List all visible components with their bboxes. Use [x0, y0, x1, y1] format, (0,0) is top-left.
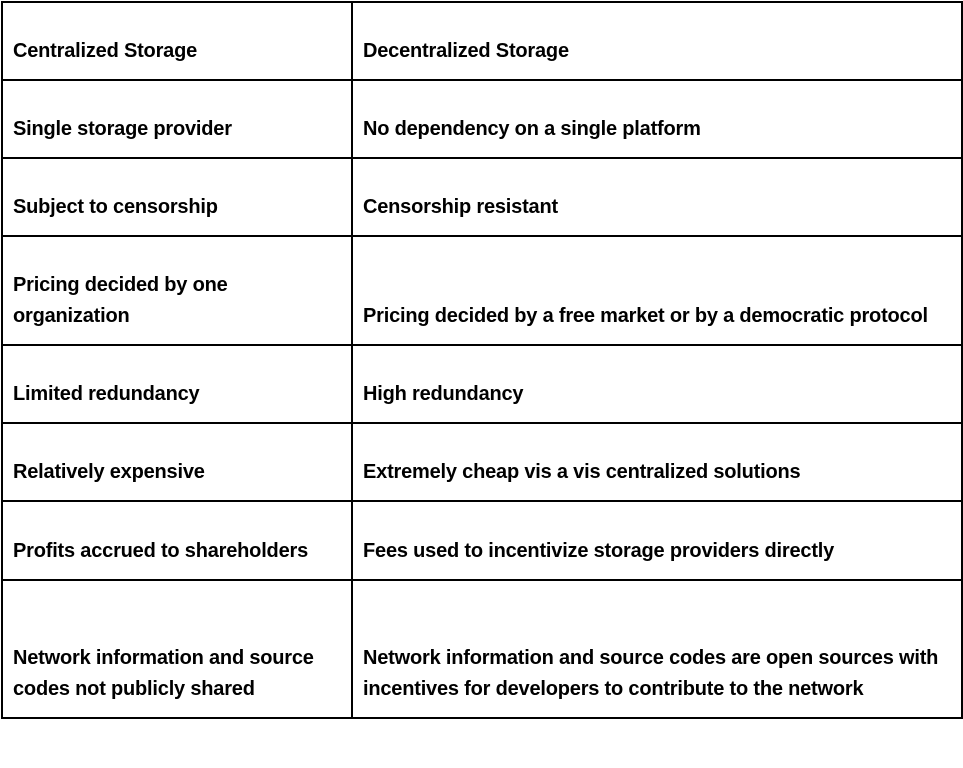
cell-decentralized: Network information and source codes are…: [351, 579, 963, 719]
cell-centralized: Pricing decided by one organization: [1, 235, 353, 346]
cell-decentralized: Fees used to incentivize storage provide…: [351, 500, 963, 581]
cell-centralized: Profits accrued to shareholders: [1, 500, 353, 581]
cell-centralized: Subject to censorship: [1, 157, 353, 237]
table-row: Relatively expensive Extremely cheap vis…: [1, 422, 963, 502]
cell-decentralized: Pricing decided by a free market or by a…: [351, 235, 963, 346]
table-row: Single storage provider No dependency on…: [1, 79, 963, 159]
table-row: Pricing decided by one organization Pric…: [1, 235, 963, 346]
cell-centralized: Network information and source codes not…: [1, 579, 353, 719]
table-header-row: Centralized Storage Decentralized Storag…: [1, 1, 963, 81]
cell-decentralized: Censorship resistant: [351, 157, 963, 237]
table-row: Network information and source codes not…: [1, 579, 963, 719]
cell-centralized: Relatively expensive: [1, 422, 353, 502]
table-row: Subject to censorship Censorship resista…: [1, 157, 963, 237]
header-decentralized: Decentralized Storage: [351, 1, 963, 81]
cell-decentralized: High redundancy: [351, 344, 963, 424]
cell-centralized: Single storage provider: [1, 79, 353, 159]
cell-centralized: Limited redundancy: [1, 344, 353, 424]
cell-decentralized: Extremely cheap vis a vis centralized so…: [351, 422, 963, 502]
table-row: Profits accrued to shareholders Fees use…: [1, 500, 963, 581]
header-centralized: Centralized Storage: [1, 1, 353, 81]
table-row: Limited redundancy High redundancy: [1, 344, 963, 424]
cell-decentralized: No dependency on a single platform: [351, 79, 963, 159]
comparison-table: Centralized Storage Decentralized Storag…: [1, 1, 963, 719]
